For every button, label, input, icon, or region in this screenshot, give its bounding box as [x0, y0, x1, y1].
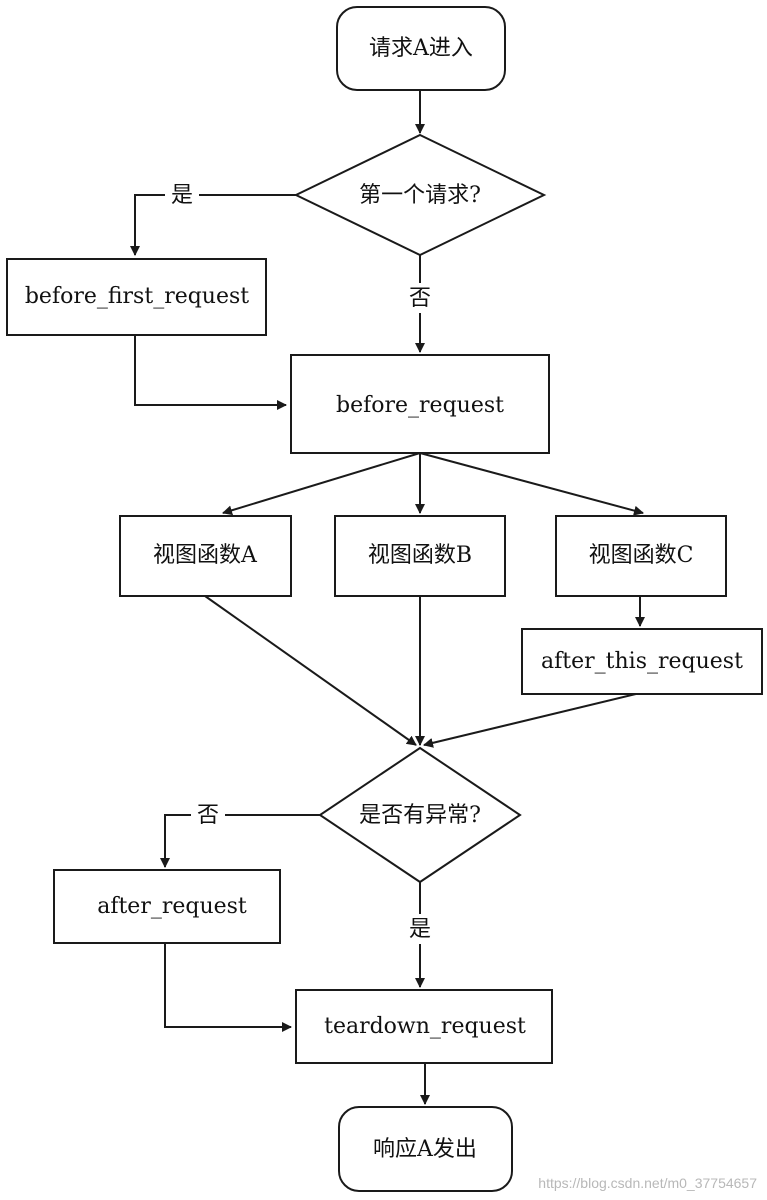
edge-bfr-to-before-request — [134, 335, 287, 410]
node-after-this-request-label: after_this_request — [541, 649, 743, 674]
decision-exception-label: 是否有异常? — [359, 803, 481, 828]
node-after-request: after_request — [53, 869, 281, 944]
node-before-request-label: before_request — [336, 393, 504, 418]
node-view-c-label: 视图函数C — [589, 543, 694, 568]
edge-atr-to-exception — [423, 693, 637, 748]
node-view-b: 视图函数B — [334, 515, 506, 597]
edge-label-first-yes: 是 — [165, 180, 199, 210]
node-teardown-request-label: teardown_request — [324, 1014, 526, 1039]
edge-label-exception-yes-text: 是 — [409, 917, 431, 942]
decision-exception: 是否有异常? — [318, 746, 522, 884]
edge-exception-no — [160, 814, 320, 868]
node-before-first-request-label: before_first_request — [25, 284, 249, 309]
watermark: https://blog.csdn.net/m0_37754657 — [538, 1175, 757, 1191]
edge-label-first-no-text: 否 — [409, 286, 431, 311]
edge-label-exception-no: 否 — [191, 800, 225, 830]
node-view-b-label: 视图函数B — [368, 543, 472, 568]
edge-label-exception-no-text: 否 — [197, 803, 219, 828]
edge-to-view-a — [222, 452, 421, 516]
node-after-this-request: after_this_request — [521, 628, 763, 695]
edge-to-view-c — [419, 452, 644, 516]
decision-first-request-label: 第一个请求? — [359, 183, 481, 208]
node-view-c: 视图函数C — [555, 515, 727, 597]
decision-first-request: 第一个请求? — [293, 133, 547, 257]
node-start-label: 请求A进入 — [369, 36, 473, 61]
node-start: 请求A进入 — [336, 6, 506, 91]
node-end: 响应A发出 — [338, 1106, 513, 1192]
node-view-a-label: 视图函数A — [153, 543, 258, 568]
edge-view-a-to-exception — [204, 595, 417, 746]
edge-label-exception-yes: 是 — [403, 914, 437, 944]
node-before-first-request: before_first_request — [6, 258, 267, 336]
node-after-request-label: after_request — [97, 894, 247, 919]
edge-label-first-no: 否 — [403, 283, 437, 313]
edge-first-yes — [130, 194, 296, 256]
node-teardown-request: teardown_request — [295, 989, 553, 1064]
node-end-label: 响应A发出 — [373, 1137, 477, 1162]
node-view-a: 视图函数A — [119, 515, 292, 597]
node-before-request: before_request — [290, 354, 550, 454]
edge-ar-to-teardown — [164, 943, 292, 1032]
edge-label-first-yes-text: 是 — [171, 183, 193, 208]
